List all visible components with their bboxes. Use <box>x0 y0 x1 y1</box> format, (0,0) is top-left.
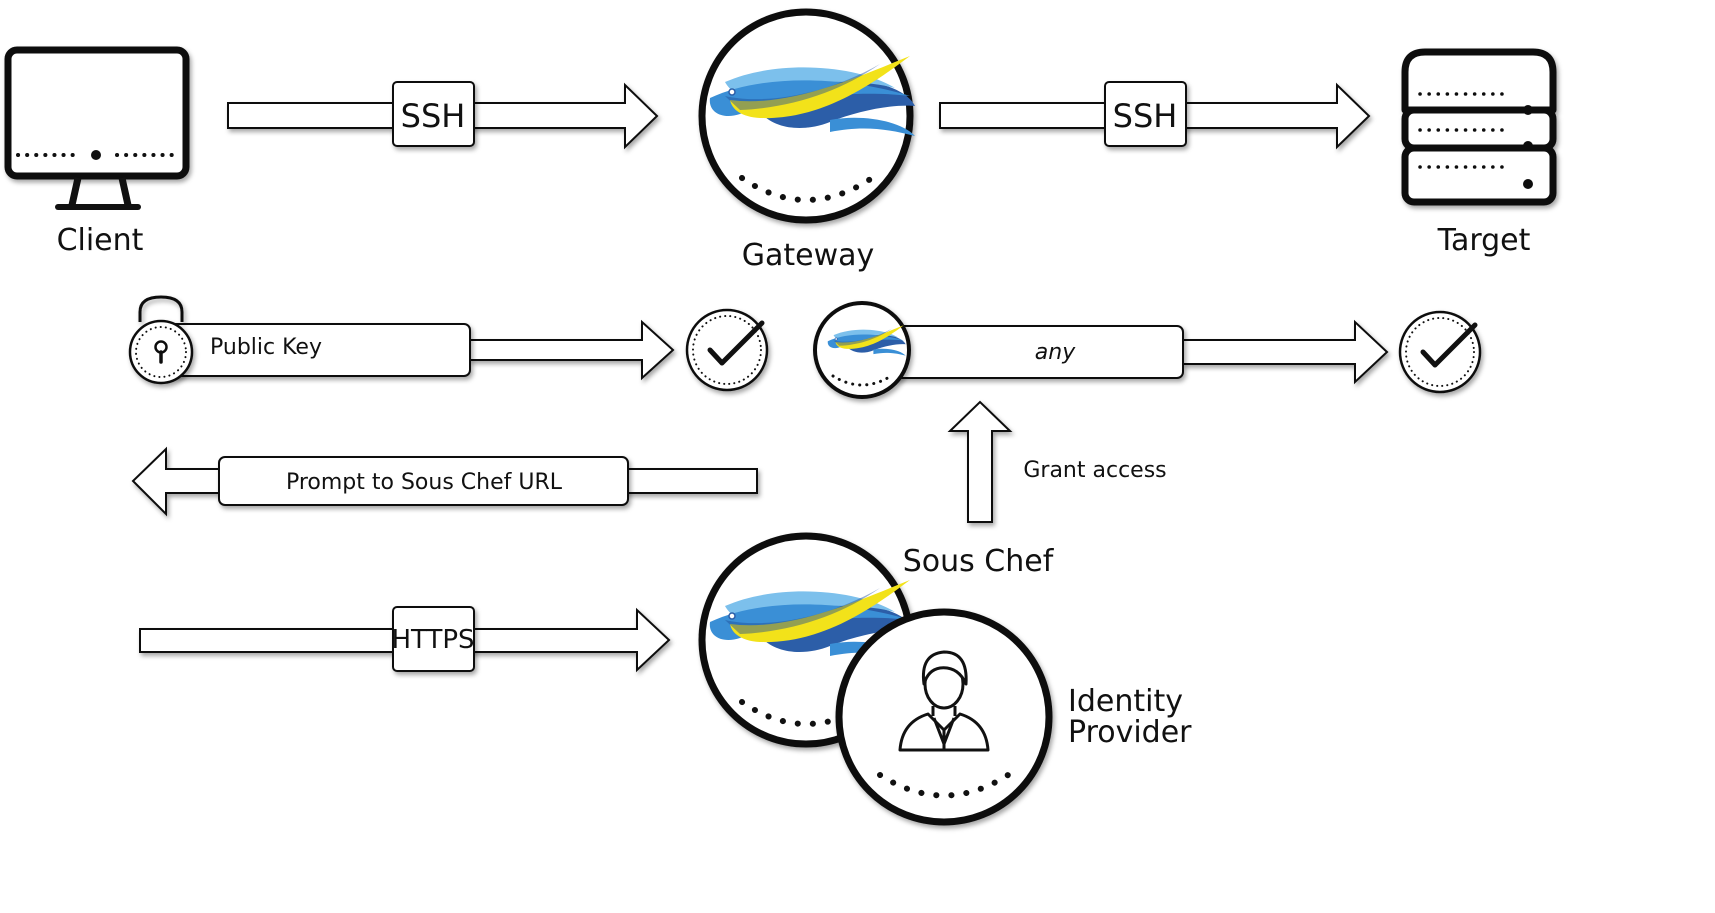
prompt-arrow <box>131 446 758 517</box>
grant-access-arrow <box>947 400 1013 523</box>
small-gateway-node <box>813 301 911 399</box>
identity-provider-node <box>835 608 1053 826</box>
gateway-node <box>698 8 916 224</box>
identity-label-line1: Identity <box>1068 684 1183 719</box>
ssh-label-1: SSH <box>401 97 466 135</box>
check-icon-1 <box>685 308 769 392</box>
any-label: any <box>1035 340 1076 365</box>
identity-label-line2: Provider <box>1068 715 1192 750</box>
public-key-label: Public Key <box>210 335 322 360</box>
public-key-arrow <box>159 319 675 381</box>
target-label: Target <box>1437 223 1531 258</box>
https-label: HTTPS <box>391 625 474 655</box>
client-to-gateway-arrow <box>227 81 659 150</box>
client-monitor-icon <box>4 46 190 210</box>
https-arrow <box>139 606 671 673</box>
prompt-label: Prompt to Sous Chef URL <box>286 470 563 495</box>
grant-access-label: Grant access <box>1023 458 1166 483</box>
gateway-label: Gateway <box>742 238 875 273</box>
sous-chef-label: Sous Chef <box>903 544 1055 579</box>
gateway-to-target-arrow <box>939 81 1371 150</box>
client-label: Client <box>57 223 144 258</box>
person-icon <box>898 650 990 752</box>
check-icon-2 <box>1398 310 1482 394</box>
ssh-label-2: SSH <box>1113 97 1178 135</box>
target-server-icon <box>1401 48 1557 206</box>
any-access-arrow <box>869 319 1389 385</box>
padlock-icon <box>128 295 194 385</box>
